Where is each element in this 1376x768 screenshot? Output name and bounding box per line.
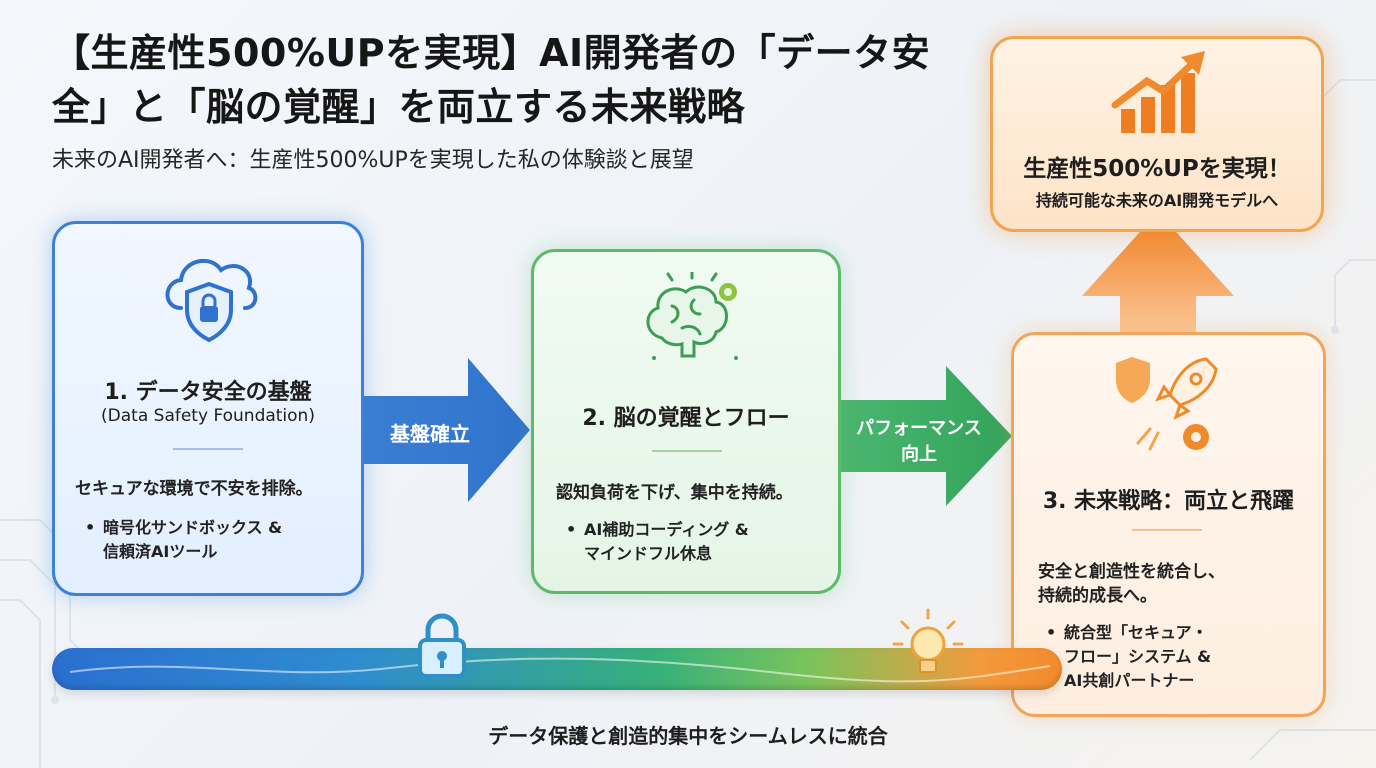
step1-title: 1. データ安全の基盤	[104, 380, 312, 405]
result-title: 生産性500%UPを実現！	[1023, 156, 1291, 182]
step-card-data-safety: 1. データ安全の基盤 (Data Safety Foundation) セキュ…	[52, 221, 364, 596]
step2-bullet-line2: マインドフル休息	[584, 544, 713, 563]
step-card-future-strategy: 3. 未来戦略：両立と飛躍 安全と創造性を統合し、 持続的成長へ。 •統合型「セ…	[1011, 332, 1326, 717]
step1-subtitle: (Data Safety Foundation)	[101, 406, 315, 426]
shield-rocket-gear-icon	[1116, 357, 1218, 451]
brain-gears-icon	[646, 272, 738, 360]
step3-description-line2: 持続的成長へ。	[1038, 586, 1157, 606]
arrow-up-result	[1082, 212, 1234, 336]
step3-bullet-line3: AI共創パートナー	[1064, 671, 1195, 690]
step1-description: セキュアな環境で不安を排除。	[75, 479, 313, 499]
step3-bullet-line2: フロー」システム &	[1064, 647, 1212, 666]
cloud-shield-lock-icon	[165, 259, 258, 343]
step2-bullet: •AI補助コーディング & マインドフル休息	[566, 520, 749, 563]
arrow-foundation	[358, 358, 530, 502]
step2-description: 認知負荷を下げ、集中を持続。	[556, 483, 793, 503]
arrow-performance-label-1: パフォーマンス	[856, 418, 982, 439]
step1-bullet-line2: 信頼済AIツール	[103, 542, 218, 561]
step1-bullet-line1: 暗号化サンドボックス &	[103, 518, 283, 537]
integration-wave	[70, 657, 1050, 683]
step2-bullet-line1: AI補助コーディング &	[584, 520, 749, 539]
step3-description-line1: 安全と創造性を統合し、	[1038, 562, 1225, 582]
arrow-foundation-label: 基盤確立	[390, 422, 470, 446]
result-card: 生産性500%UPを実現！ 持続可能な未来のAI開発モデルへ	[990, 36, 1324, 232]
arrow-performance-label-2: 向上	[901, 444, 937, 465]
step2-title: 2. 脳の覚醒とフロー	[582, 406, 790, 431]
page-subtitle: 未来のAI開発者へ：生産性500%UPを実現した私の体験談と展望	[52, 148, 694, 173]
lightbulb-icon	[892, 608, 964, 673]
step3-bullet: •統合型「セキュア・ フロー」システム & AI共創パートナー	[1046, 623, 1212, 690]
step2-divider	[652, 450, 722, 452]
step-card-brain-flow: 2. 脳の覚醒とフロー 認知負荷を下げ、集中を持続。 •AI補助コーディング &…	[531, 249, 841, 594]
step3-bullet-line1: 統合型「セキュア・	[1064, 623, 1208, 642]
padlock-icon	[418, 613, 466, 678]
step3-divider	[1132, 529, 1202, 531]
page-title: 【生産性500%UPを実現】AI開発者の「データ安全」と「脳の覚醒」を両立する未…	[52, 31, 931, 129]
step1-divider	[173, 448, 243, 450]
result-subtitle: 持続可能な未来のAI開発モデルへ	[1035, 191, 1279, 210]
bottom-caption: データ保護と創造的集中をシームレスに統合	[488, 724, 888, 748]
step1-bullet: •暗号化サンドボックス & 信頼済AIツール	[85, 518, 283, 561]
step3-title: 3. 未来戦略：両立と飛躍	[1042, 489, 1295, 514]
arrow-performance	[836, 366, 1012, 506]
rising-chart-arrow-icon	[1111, 51, 1205, 133]
